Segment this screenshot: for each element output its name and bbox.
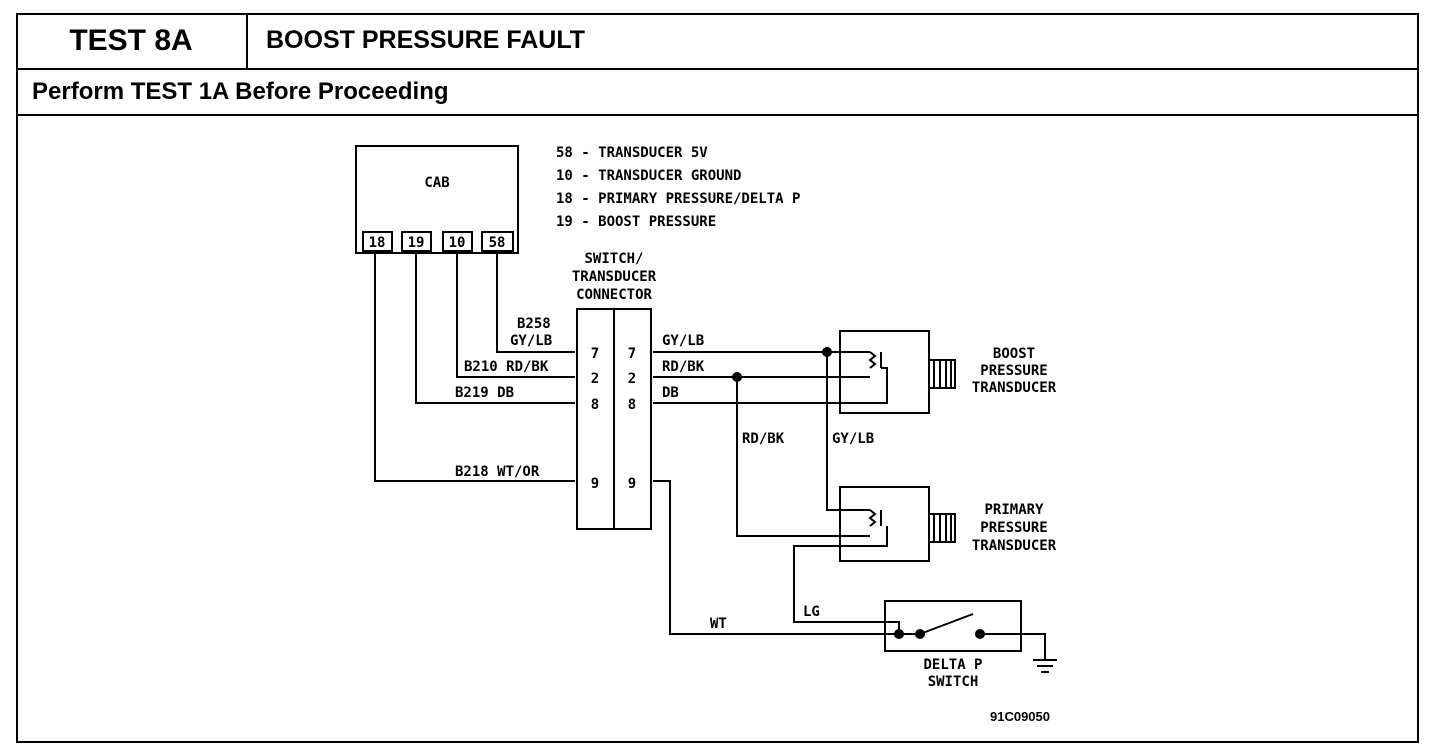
test-id: TEST 8A xyxy=(16,13,248,68)
wire-wt xyxy=(653,480,920,635)
connector-left-pin-9: 9 xyxy=(591,476,599,492)
wire-db-out xyxy=(653,367,888,404)
cab-pin-58: 58 xyxy=(489,235,506,251)
delta-switch-label-2: SWITCH xyxy=(928,674,979,690)
primary-transducer-box xyxy=(839,486,930,562)
legend-line-2: 10 - TRANSDUCER GROUND xyxy=(556,168,741,184)
figure-code: 91C09050 xyxy=(990,709,1050,724)
prerequisite-note: Perform TEST 1A Before Proceeding xyxy=(32,78,449,105)
primary-resistor xyxy=(868,509,877,527)
cab-pin-box-58 xyxy=(481,231,514,252)
switch-arm xyxy=(919,613,974,635)
connector-right-pin-8: 8 xyxy=(628,397,636,413)
wire-label-drop-rdbk: RD/BK xyxy=(742,431,785,447)
boost-port xyxy=(928,359,956,389)
wire-b210 xyxy=(456,253,575,378)
boost-transducer-label-2: PRESSURE xyxy=(980,363,1047,379)
boost-transducer-box xyxy=(839,330,930,414)
wire-label-lg: LG xyxy=(803,604,820,620)
wire-ground xyxy=(980,633,1046,660)
cab-label: CAB xyxy=(424,175,449,191)
junction-gylb xyxy=(822,347,832,357)
wire-label-b258-color: GY/LB xyxy=(510,333,552,349)
connector-right-pin-2: 2 xyxy=(628,371,636,387)
connector-left-pin-7: 7 xyxy=(591,346,599,362)
boost-transducer-label-3: TRANSDUCER xyxy=(972,380,1057,396)
wire-rdbk-drop xyxy=(736,377,870,537)
cab-pin-10: 10 xyxy=(449,235,466,251)
cab-pin-box-10 xyxy=(442,231,473,252)
wire-label-out-db: DB xyxy=(662,385,679,401)
connector-right-half xyxy=(613,308,652,530)
connector-label-1: SWITCH/ xyxy=(584,251,643,267)
wire-label-b258: B258 xyxy=(517,316,551,332)
cab-module-box xyxy=(355,145,519,254)
connector-left-pin-8: 8 xyxy=(591,397,599,413)
legend-line-4: 19 - BOOST PRESSURE xyxy=(556,214,716,230)
page-title: BOOST PRESSURE FAULT xyxy=(266,26,586,54)
junction-rdbk xyxy=(732,372,742,382)
wire-b218 xyxy=(374,253,575,482)
delta-switch-label-1: DELTA P xyxy=(923,657,982,673)
delta-p-switch-box xyxy=(884,600,1022,652)
wire-lg xyxy=(793,526,900,634)
wire-label-out-gylb: GY/LB xyxy=(662,333,704,349)
primary-port xyxy=(928,513,956,543)
connector-label-3: CONNECTOR xyxy=(576,287,652,303)
header-bar: TEST 8A BOOST PRESSURE FAULT xyxy=(16,13,1419,70)
connector-right-pin-7: 7 xyxy=(628,346,636,362)
cab-pin-18: 18 xyxy=(369,235,386,251)
legend-line-3: 18 - PRIMARY PRESSURE/DELTA P xyxy=(556,191,800,207)
cab-pin-19: 19 xyxy=(408,235,425,251)
connector-left-half xyxy=(576,308,615,530)
boost-transducer-label-1: BOOST xyxy=(993,346,1035,362)
connector-left-pin-2: 2 xyxy=(591,371,599,387)
primary-transducer-label-2: PRESSURE xyxy=(980,520,1047,536)
wire-label-b219: B219 DB xyxy=(455,385,514,401)
switch-contact-3 xyxy=(975,629,985,639)
wire-b219 xyxy=(415,253,575,404)
wire-label-b218: B218 WT/OR xyxy=(455,464,540,480)
page-frame xyxy=(16,13,1419,743)
primary-transducer-label-1: PRIMARY xyxy=(984,502,1044,518)
subtitle-bar: Perform TEST 1A Before Proceeding xyxy=(16,70,1419,116)
legend-line-1: 58 - TRANSDUCER 5V xyxy=(556,145,708,161)
connector-label-2: TRANSDUCER xyxy=(572,269,657,285)
connector-right-pin-9: 9 xyxy=(628,476,636,492)
wire-gylb-drop xyxy=(826,352,870,511)
wire-label-b210: B210 RD/BK xyxy=(464,359,549,375)
switch-contact-2 xyxy=(915,629,925,639)
switch-contact-1 xyxy=(894,629,904,639)
wire-label-drop-gylb: GY/LB xyxy=(832,431,874,447)
wire-b258 xyxy=(496,253,575,353)
wire-label-wt: WT xyxy=(710,616,727,632)
cab-pin-box-19 xyxy=(401,231,432,252)
cab-pin-box-18 xyxy=(362,231,393,252)
primary-transducer-label-3: TRANSDUCER xyxy=(972,538,1057,554)
wire-label-out-rdbk: RD/BK xyxy=(662,359,705,375)
boost-resistor xyxy=(868,351,877,369)
